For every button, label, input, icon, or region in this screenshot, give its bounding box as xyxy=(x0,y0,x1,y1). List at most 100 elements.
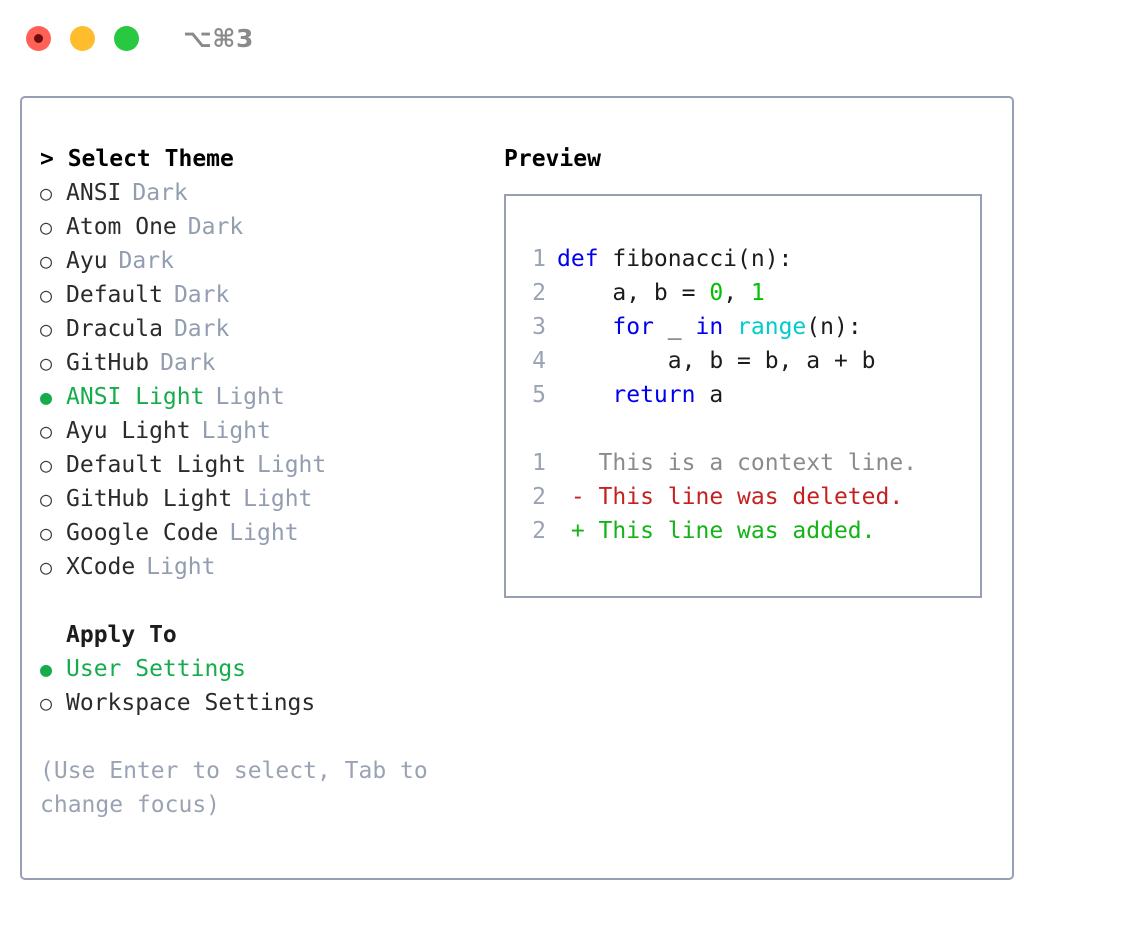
theme-option-label: Google Code xyxy=(66,520,219,546)
theme-option-label: ANSI xyxy=(66,180,122,206)
list-spacer xyxy=(40,584,492,618)
theme-option-ayu[interactable]: ○ Ayu Dark xyxy=(40,244,492,278)
diff-line-text: - This line was deleted. xyxy=(557,484,904,510)
theme-option-variant: Dark xyxy=(118,248,174,274)
radio-unselected-icon: ○ xyxy=(40,691,53,715)
radio-unselected-icon: ○ xyxy=(40,555,53,579)
theme-option-xcode[interactable]: ○ XCode Light xyxy=(40,550,492,584)
theme-option-label: GitHub Light xyxy=(66,486,233,512)
theme-option-dracula[interactable]: ○ Dracula Dark xyxy=(40,312,492,346)
theme-option-variant: Light xyxy=(201,418,271,444)
theme-option-variant: Light xyxy=(146,554,216,580)
theme-option-github-light[interactable]: ○ GitHub Light Light xyxy=(40,482,492,516)
radio-unselected-icon: ○ xyxy=(40,283,53,307)
code-line: 3 for _ in range(n): xyxy=(524,310,980,344)
code-token: in xyxy=(695,314,724,340)
theme-option-label: ANSI Light xyxy=(66,384,205,410)
theme-option-label: XCode xyxy=(66,554,136,580)
code-token: def xyxy=(557,246,599,272)
diff-line-add: 2 + This line was added. xyxy=(524,514,980,548)
apply-to-option-label: User Settings xyxy=(66,656,247,682)
theme-option-variant: Dark xyxy=(187,214,244,240)
code-token: fibonacci(n): xyxy=(598,246,793,272)
radio-unselected-icon: ○ xyxy=(40,351,53,375)
theme-option-variant: Light xyxy=(215,384,285,410)
line-number: 3 xyxy=(532,314,546,340)
radio-unselected-icon: ○ xyxy=(40,453,53,477)
code-token: a xyxy=(695,382,724,408)
line-number: 2 xyxy=(532,280,546,306)
select-theme-heading: > Select Theme xyxy=(40,146,234,172)
theme-option-label: GitHub xyxy=(66,350,150,376)
maximize-button[interactable] xyxy=(114,25,139,51)
theme-option-variant: Light xyxy=(243,486,313,512)
line-number: 5 xyxy=(532,382,546,408)
code-token: _ xyxy=(653,314,696,340)
theme-option-label: Dracula xyxy=(66,316,163,342)
theme-option-ansi-light[interactable]: ● ANSI Light Light xyxy=(40,380,492,414)
radio-selected-icon: ● xyxy=(40,657,53,681)
code-line: 2 a, b = 0, 1 xyxy=(524,276,980,310)
theme-option-default[interactable]: ○ Default Dark xyxy=(40,278,492,312)
line-number: 2 xyxy=(532,484,546,510)
line-number: 1 xyxy=(532,450,546,476)
theme-option-label: Default Light xyxy=(66,452,247,478)
code-token: a, b = xyxy=(557,280,710,306)
code-line: 4 a, b = b, a + b xyxy=(524,344,980,378)
theme-option-google-code[interactable]: ○ Google Code Light xyxy=(40,516,492,550)
diff-line-ctx: 1 This is a context line. xyxy=(524,446,980,480)
apply-to-heading: Apply To xyxy=(66,622,177,648)
code-diff-separator xyxy=(524,412,980,446)
keyboard-shortcut-label: ⌥⌘3 xyxy=(183,23,254,53)
theme-option-label: Ayu xyxy=(66,248,108,274)
code-token: 0 xyxy=(709,280,724,306)
theme-option-variant: Dark xyxy=(132,180,188,206)
code-token: (n): xyxy=(806,314,862,340)
line-number: 2 xyxy=(532,518,546,544)
radio-unselected-icon: ○ xyxy=(40,521,53,545)
diff-line-del: 2 - This line was deleted. xyxy=(524,480,980,514)
apply-to-option-user-settings[interactable]: ● User Settings xyxy=(40,652,492,686)
radio-unselected-icon: ○ xyxy=(40,215,53,239)
apply-to-option-workspace-settings[interactable]: ○ Workspace Settings xyxy=(40,686,492,720)
code-token xyxy=(557,382,612,408)
theme-option-ansi[interactable]: ○ ANSI Dark xyxy=(40,176,492,210)
close-button[interactable] xyxy=(26,25,51,51)
theme-option-label: Default xyxy=(66,282,163,308)
line-number: 4 xyxy=(532,348,546,374)
theme-option-variant: Light xyxy=(229,520,299,546)
radio-unselected-icon: ○ xyxy=(40,181,53,205)
code-token xyxy=(723,314,737,340)
theme-option-variant: Dark xyxy=(173,316,230,342)
minimize-button[interactable] xyxy=(70,25,95,51)
code-token: , xyxy=(723,280,751,306)
code-line: 5 return a xyxy=(524,378,980,412)
titlebar: ⌥⌘3 xyxy=(0,0,1140,76)
theme-option-label: Atom One xyxy=(66,214,177,240)
code-token: range xyxy=(737,314,807,340)
preview-heading: Preview xyxy=(504,146,601,172)
apply-to-option-label: Workspace Settings xyxy=(66,690,316,716)
theme-option-atom-one[interactable]: ○ Atom One Dark xyxy=(40,210,492,244)
diff-preview: 1 This is a context line.2 - This line w… xyxy=(524,446,980,548)
radio-selected-icon: ● xyxy=(40,385,53,409)
theme-option-variant: Dark xyxy=(173,282,230,308)
code-token: 1 xyxy=(750,280,765,306)
radio-unselected-icon: ○ xyxy=(40,487,53,511)
code-token xyxy=(557,314,612,340)
window-controls xyxy=(26,25,139,51)
radio-unselected-icon: ○ xyxy=(40,249,53,273)
diff-line-text: + This line was added. xyxy=(557,518,876,544)
radio-unselected-icon: ○ xyxy=(40,317,53,341)
